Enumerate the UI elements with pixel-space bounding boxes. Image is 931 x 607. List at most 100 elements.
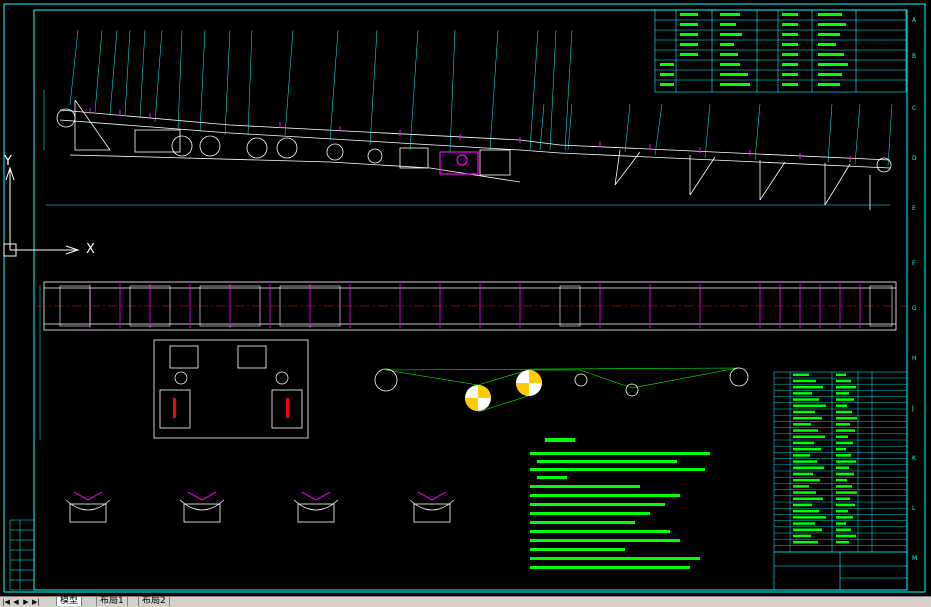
svg-text:K: K	[912, 455, 917, 462]
parts-row-mark	[793, 373, 809, 376]
parts-row-mark	[836, 485, 852, 488]
svg-text:H: H	[912, 355, 917, 362]
parts-row-mark	[836, 429, 855, 432]
left-strip	[9, 519, 35, 591]
tab-layout1[interactable]: 布局1	[96, 597, 128, 606]
parts-list-rows	[774, 377, 907, 546]
parts-row-mark	[836, 404, 847, 407]
drive-unit-red	[173, 398, 289, 418]
leader-lines	[69, 29, 893, 167]
parts-row-mark	[836, 497, 850, 500]
parts-row-mark	[793, 404, 826, 407]
technical-notes	[530, 438, 710, 569]
parts-row-mark	[836, 398, 854, 401]
ucs-x-label: X	[86, 242, 95, 257]
parts-row-mark	[836, 503, 855, 507]
belt-routing	[385, 367, 739, 413]
inner-frame	[33, 9, 908, 591]
svg-text:F: F	[912, 260, 916, 267]
parts-row-mark	[793, 485, 809, 488]
parts-row-mark	[793, 497, 823, 500]
parts-row-mark	[836, 441, 853, 445]
section-views	[65, 499, 455, 523]
title-block	[773, 551, 908, 591]
parts-row-mark	[836, 447, 846, 451]
plan-frames	[59, 285, 893, 327]
parts-row-mark	[836, 522, 846, 525]
ucs-icon	[3, 166, 80, 257]
svg-text:D: D	[912, 155, 917, 162]
drive-pulley-b	[516, 370, 542, 396]
svg-text:B: B	[912, 53, 916, 60]
parts-row-mark	[836, 392, 849, 395]
parts-list-text	[793, 373, 857, 544]
svg-text:C: C	[912, 105, 916, 112]
parts-row-mark	[793, 503, 812, 507]
parts-row-mark	[793, 540, 818, 544]
layout-tab-bar: |◀ ◀ ▶ ▶| 模型 布局1 布局2	[0, 596, 931, 607]
parts-row-mark	[836, 435, 848, 438]
spec-table-text-marks	[660, 13, 848, 86]
parts-row-mark	[836, 416, 857, 420]
parts-row-mark	[793, 398, 819, 401]
parts-row-mark	[793, 392, 812, 395]
parts-row-mark	[836, 454, 851, 457]
prev-icon[interactable]: ◀	[13, 598, 19, 606]
drawing-frame	[3, 3, 926, 593]
dimension-lines	[39, 90, 890, 440]
tab-model[interactable]: 模型	[56, 597, 83, 606]
parts-row-mark	[836, 509, 848, 513]
parts-row-mark	[793, 534, 811, 538]
parts-row-mark	[793, 472, 813, 476]
svg-text:L: L	[912, 505, 916, 512]
parts-row-mark	[836, 516, 853, 519]
parts-row-mark	[793, 447, 821, 451]
parts-row-mark	[836, 460, 856, 463]
parts-row-mark	[793, 423, 811, 426]
parts-row-mark	[836, 423, 850, 426]
belt-pulleys	[374, 367, 749, 397]
svg-text:M: M	[912, 555, 917, 562]
tab-layout2[interactable]: 布局2	[138, 597, 170, 606]
parts-row-mark	[836, 534, 856, 538]
idler-marks	[89, 108, 851, 162]
zone-letters: A B C D E F G H J K L M	[911, 17, 917, 562]
parts-row-mark	[793, 385, 823, 389]
parts-row-mark	[836, 478, 847, 482]
parts-row-mark	[836, 385, 856, 389]
parts-row-mark	[793, 509, 819, 513]
parts-row-mark	[836, 410, 852, 414]
parts-row-mark	[836, 466, 849, 469]
parts-row-mark	[836, 373, 846, 376]
parts-row-mark	[836, 540, 849, 544]
parts-row-mark	[793, 435, 825, 438]
svg-text:E: E	[912, 205, 916, 212]
parts-row-mark	[836, 379, 851, 383]
svg-text:G: G	[912, 305, 917, 312]
parts-row-mark	[793, 516, 826, 519]
parts-row-mark	[793, 522, 815, 525]
next-icon[interactable]: ▶	[23, 598, 29, 606]
svg-text:J: J	[911, 405, 914, 412]
svg-text:A: A	[912, 17, 917, 24]
ucs-y-label: Y	[4, 154, 12, 169]
parts-row-mark	[836, 528, 851, 531]
parts-row-mark	[793, 460, 817, 463]
parts-row-mark	[793, 528, 822, 531]
parts-row-mark	[793, 478, 820, 482]
parts-row-mark	[793, 379, 816, 383]
elevation-highlight	[439, 151, 479, 175]
first-icon[interactable]: |◀	[2, 598, 10, 606]
parts-row-mark	[793, 441, 814, 445]
spec-table	[654, 9, 907, 93]
parts-row-mark	[836, 491, 857, 494]
section-idlers	[73, 491, 447, 501]
elevation-view	[56, 99, 892, 210]
parts-row-mark	[836, 472, 854, 476]
drive-pulley-a	[465, 385, 491, 411]
parts-row-mark	[793, 429, 818, 432]
parts-row-mark	[793, 491, 816, 494]
last-icon[interactable]: ▶|	[32, 598, 40, 606]
